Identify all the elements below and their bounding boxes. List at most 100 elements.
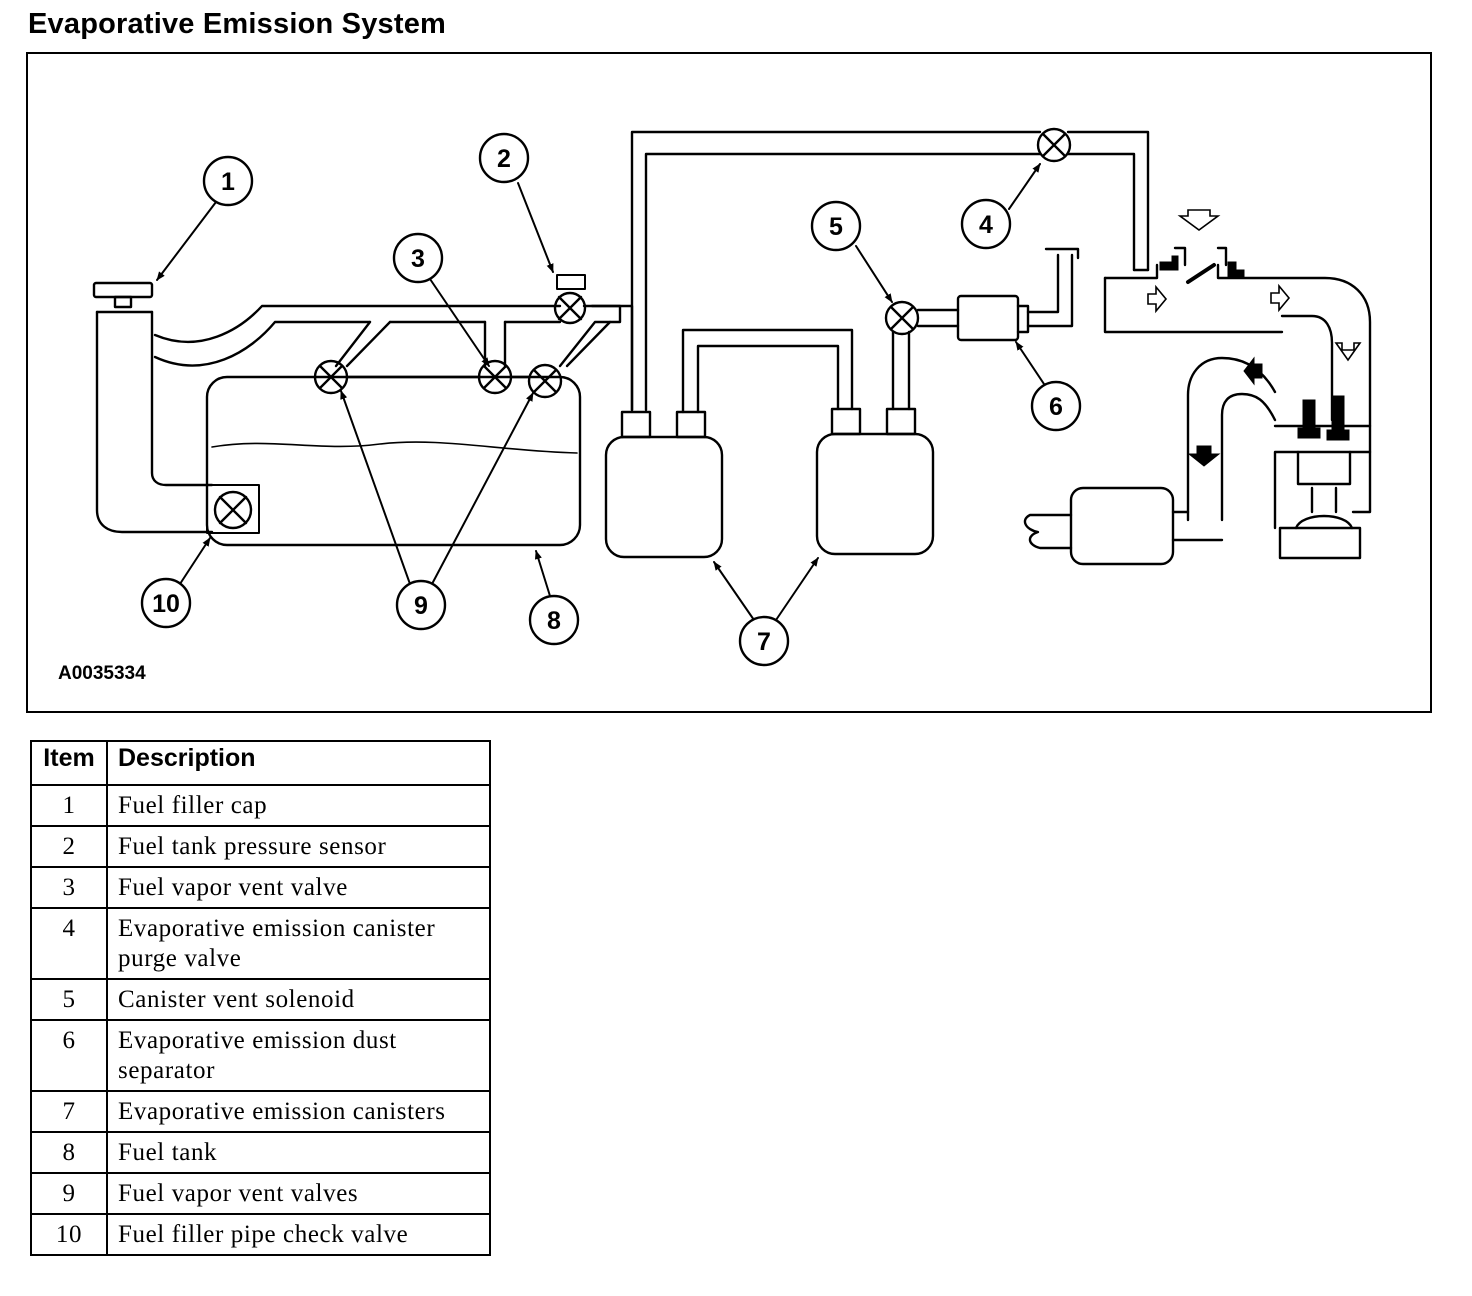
figure-id: A0035334 [58, 663, 146, 684]
fuel-tank [205, 375, 582, 547]
callout-8 [528, 594, 580, 646]
leader-3 [429, 278, 490, 367]
flow-arrows-outlined [1147, 209, 1362, 362]
leader-5 [855, 245, 893, 303]
callout-7-label: 7 [757, 628, 771, 656]
vent-valve-9b [527, 363, 563, 399]
callout-1 [202, 155, 254, 207]
table-row: 5 Canister vent solenoid [30, 978, 491, 1021]
item-description: Fuel filler pipe check valve [106, 1213, 491, 1256]
callout-1-label: 1 [221, 168, 235, 196]
canister-1 [604, 410, 724, 559]
intake-manifold [1103, 246, 1372, 514]
item-number: 2 [30, 825, 108, 868]
item-number: 4 [30, 907, 108, 980]
callout-9-label: 9 [414, 592, 428, 620]
flow-arrow-icon [1334, 342, 1362, 362]
pressure-sensor [553, 274, 587, 325]
fuel-filler-cap [92, 281, 154, 309]
item-number: 3 [30, 866, 108, 909]
table-row: 10 Fuel filler pipe check valve [30, 1213, 491, 1256]
purge-valve [1036, 127, 1072, 163]
item-description: Evaporative emission canisters [106, 1090, 491, 1133]
page-title: Evaporative Emission System [28, 8, 447, 40]
legend-table: Item Description 1 Fuel filler cap 2 Fue… [30, 740, 491, 1256]
table-row: 4 Evaporative emission canister purge va… [30, 907, 491, 980]
item-number: 8 [30, 1131, 108, 1174]
fuel-rail-icon [1159, 255, 1179, 271]
leader-7a [713, 561, 755, 621]
leader-4 [1008, 163, 1041, 210]
callout-5-label: 5 [829, 213, 843, 241]
leader-10 [177, 537, 211, 588]
item-description: Fuel vapor vent valves [106, 1172, 491, 1215]
item-number: 9 [30, 1172, 108, 1215]
airflow-arrow-icon [1177, 209, 1221, 231]
callout-10 [140, 577, 192, 629]
table-row: 1 Fuel filler cap [30, 784, 491, 827]
leader-2 [517, 182, 554, 273]
leader-lines [156, 163, 1045, 621]
filler-pipe [95, 310, 214, 534]
callout-6 [1030, 380, 1082, 432]
table-row: 9 Fuel vapor vent valves [30, 1172, 491, 1215]
callout-8-label: 8 [547, 607, 561, 635]
leader-7b [775, 557, 819, 621]
fuel-rail-icon [1227, 261, 1245, 279]
item-number: 10 [30, 1213, 108, 1256]
exhaust-arrow-icon [1243, 356, 1263, 386]
flow-arrow-icon [1147, 284, 1168, 314]
filler-check-valve [206, 484, 260, 534]
table-row: 8 Fuel tank [30, 1131, 491, 1174]
canister-2 [815, 407, 935, 556]
canister-hoses [681, 328, 911, 414]
injector-icon [1297, 427, 1321, 439]
flow-arrow-icon [1270, 283, 1291, 313]
item-description: Fuel tank pressure sensor [106, 825, 491, 868]
exhaust-arrow-icon [1187, 445, 1221, 467]
table-header-row: Item Description [30, 740, 491, 786]
item-description: Evaporative emission canister purge valv… [106, 907, 491, 980]
injector-icon [1302, 399, 1316, 429]
dust-separator [956, 247, 1080, 342]
leader-9a [340, 390, 411, 585]
callout-2-label: 2 [497, 145, 511, 173]
canister-vent-solenoid [884, 300, 960, 336]
header-description: Description [106, 740, 491, 786]
item-number: 5 [30, 978, 108, 1021]
leader-8 [534, 550, 551, 597]
callout-2 [478, 132, 530, 184]
item-description: Canister vent solenoid [106, 978, 491, 1021]
leader-1 [156, 201, 217, 281]
vent-valve-9a [313, 359, 349, 395]
callout-4 [960, 198, 1012, 250]
item-description: Fuel filler cap [106, 784, 491, 827]
injector-icon [1326, 429, 1350, 441]
callout-3 [392, 232, 444, 284]
item-number: 7 [30, 1090, 108, 1133]
table-row: 6 Evaporative emission dust separator [30, 1019, 491, 1092]
item-number: 1 [30, 784, 108, 827]
leader-9b [431, 392, 534, 585]
callout-10-label: 10 [152, 590, 180, 618]
table-row: 7 Evaporative emission canisters [30, 1090, 491, 1133]
injector-icon [1331, 395, 1345, 431]
engine [1273, 424, 1372, 560]
diagram-canvas: 1 2 3 4 5 6 7 8 9 10 [92, 127, 1372, 667]
callout-7 [738, 615, 790, 667]
flow-arrows-solid [1159, 255, 1350, 467]
callout-3-label: 3 [411, 245, 425, 273]
table-row: 3 Fuel vapor vent valve [30, 866, 491, 909]
vent-valve-3 [477, 359, 513, 395]
item-description: Fuel tank [106, 1131, 491, 1174]
callout-4-label: 4 [979, 211, 993, 239]
item-number: 6 [30, 1019, 108, 1092]
callout-6-label: 6 [1049, 393, 1063, 421]
table-row: 2 Fuel tank pressure sensor [30, 825, 491, 868]
leader-6 [1015, 341, 1045, 385]
vapor-lines [153, 130, 1150, 412]
callout-9 [395, 579, 447, 631]
item-description: Evaporative emission dust separator [106, 1019, 491, 1092]
header-item: Item [30, 740, 108, 786]
diagram: 1 2 3 4 5 6 7 8 9 10 [26, 52, 1432, 713]
